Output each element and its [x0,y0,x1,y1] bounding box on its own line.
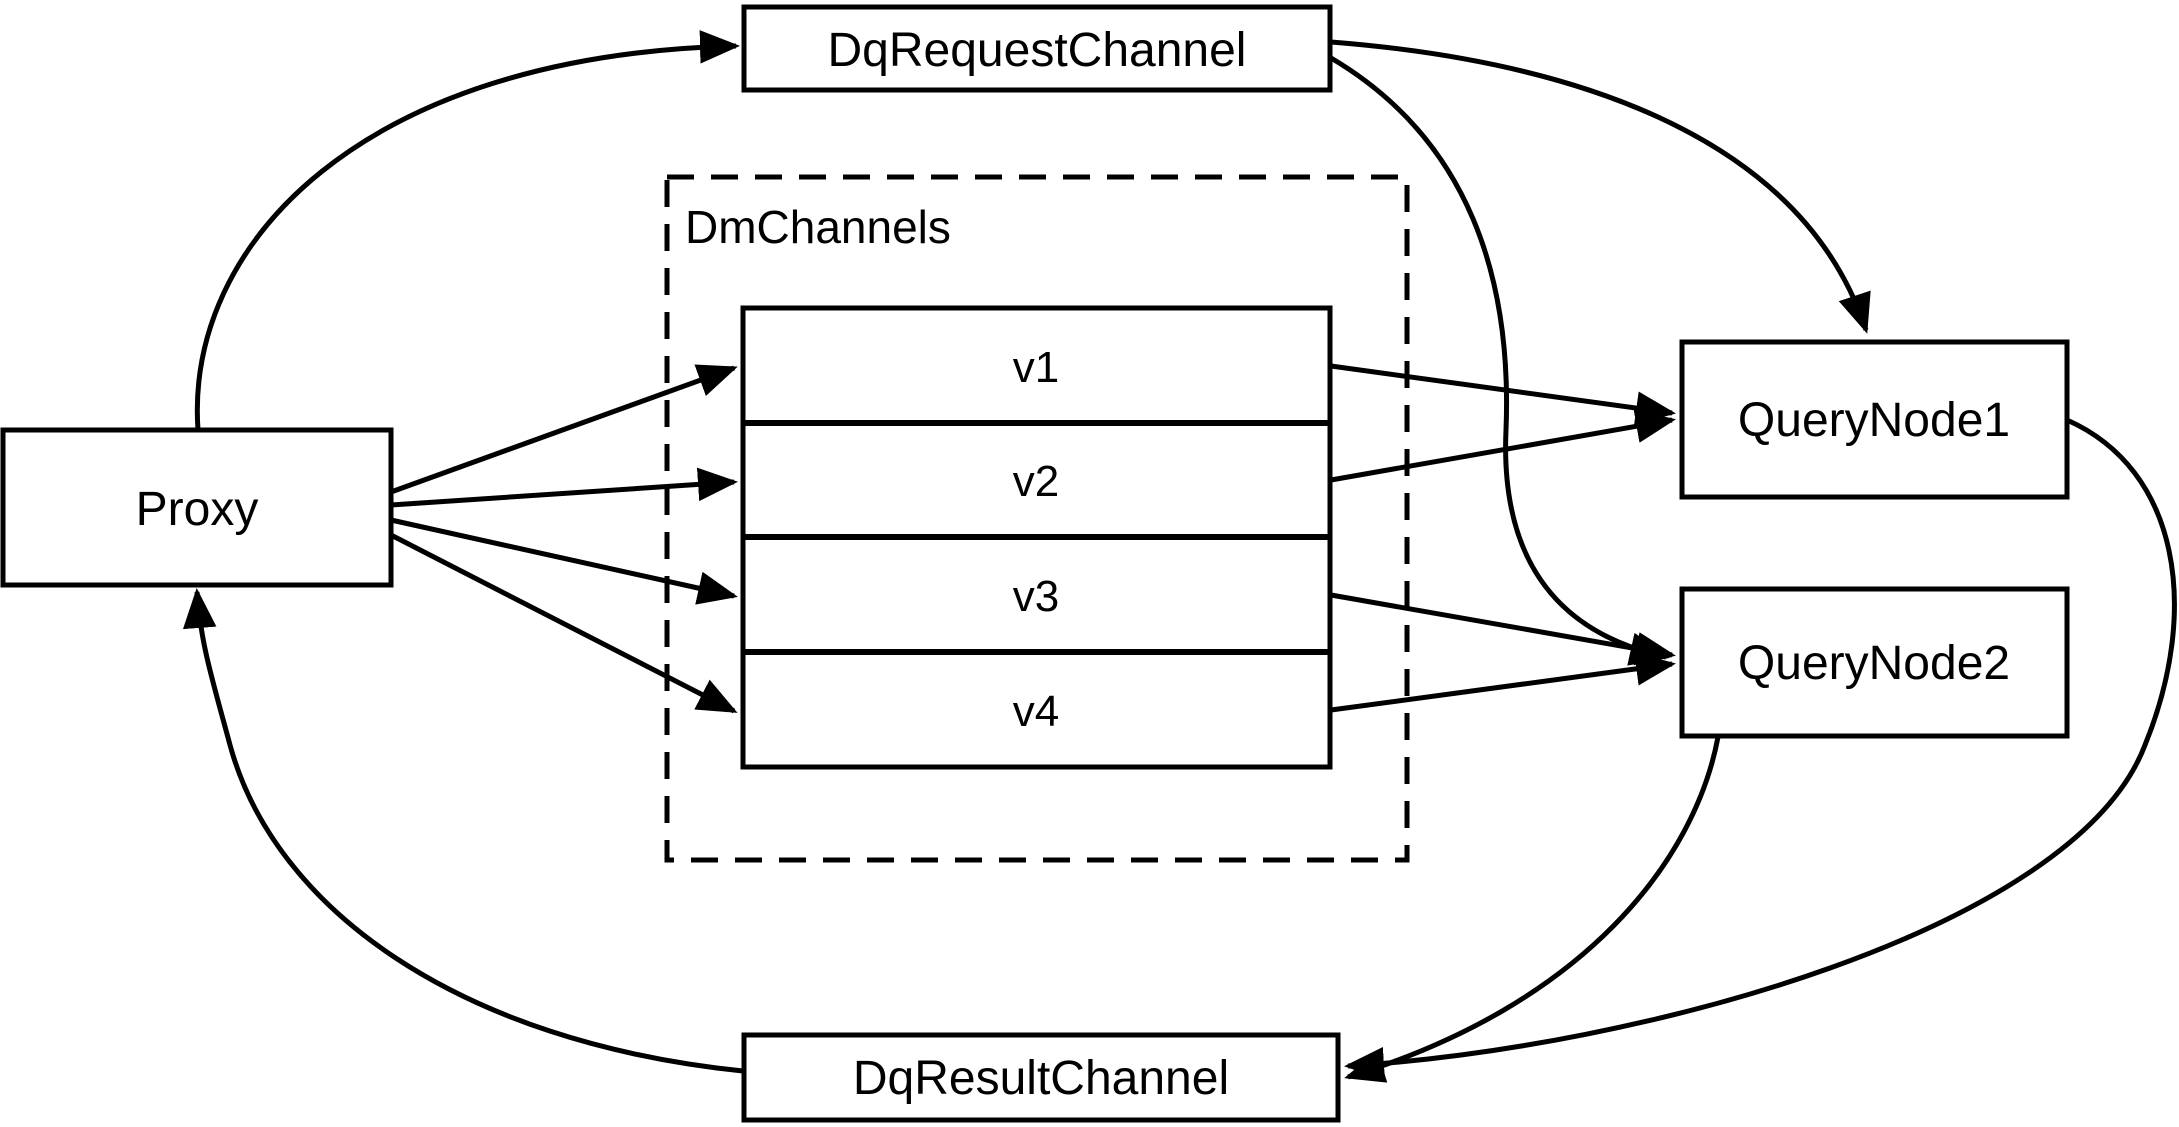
query-node-1-label: QueryNode1 [1738,394,2010,447]
channel-row-v2-label: v2 [1013,457,1059,506]
node-proxy: Proxy [0,427,394,588]
dm-channels-dashed-border [664,174,1410,863]
edge-proxy-to-v1 [390,364,738,495]
channel-row-v3-label: v3 [1013,572,1059,621]
channel-stack: v1 v2 v3 v4 [740,305,1333,770]
dm-channels-group: DmChannels v1 v2 v3 v4 [664,174,1410,863]
edge-proxy-to-v3 [390,517,738,605]
edges-layer [182,30,2177,1083]
dm-channels-label: DmChannels [685,201,951,253]
node-query-node-1: QueryNode1 [1679,339,2070,500]
node-query-node-2: QueryNode2 [1679,586,2070,739]
dq-result-channel-box [741,1032,1341,1123]
query-node-2-label: QueryNode2 [1738,637,2010,690]
channel-row-v4-label: v4 [1013,687,1059,736]
edge-v4-to-query-node-2 [1330,652,1676,713]
edge-dq-request-channel-to-query-node-2 [1329,55,1670,666]
dq-request-channel-label: DqRequestChannel [828,24,1247,77]
dq-result-channel-label: DqResultChannel [853,1052,1229,1105]
dq-request-channel-box [741,4,1333,93]
query-node-2-box [1679,586,2070,739]
channel-row-v1-label: v1 [1013,343,1059,392]
node-dq-result-channel: DqResultChannel [741,1032,1341,1123]
edge-proxy-to-dq-request-channel [194,30,740,431]
query-node-1-box [1679,339,2070,500]
edge-proxy-to-v2 [390,467,738,508]
edge-query-node-1-to-dq-result-channel [1344,417,2177,1081]
proxy-box [0,427,394,588]
edge-v2-to-query-node-1 [1330,409,1676,483]
edge-dq-result-channel-to-proxy [182,588,744,1074]
edge-v3-to-query-node-2 [1330,592,1676,666]
edge-dq-request-channel-to-query-node-1 [1330,39,1871,334]
edge-v1-to-query-node-1 [1330,363,1676,425]
node-dq-request-channel: DqRequestChannel [741,4,1333,93]
edge-proxy-to-v4 [389,532,738,714]
proxy-label: Proxy [136,483,259,536]
edge-query-node-2-to-dq-result-channel [1344,736,1721,1083]
